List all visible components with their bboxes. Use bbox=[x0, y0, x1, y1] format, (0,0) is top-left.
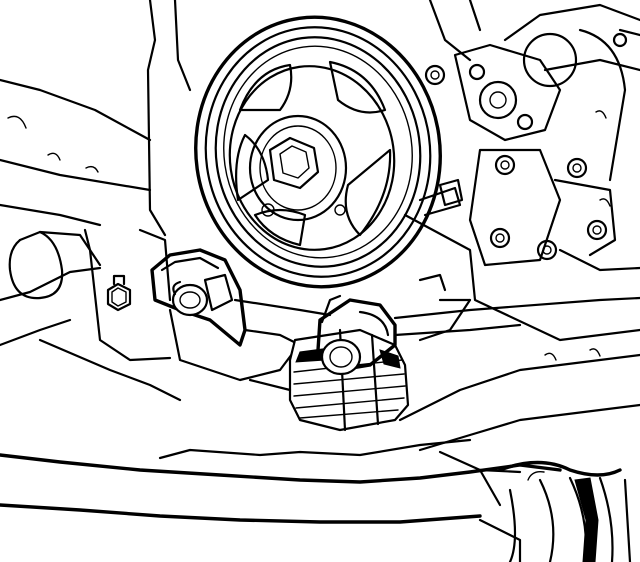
bracket-bolt-icon bbox=[171, 280, 209, 317]
engine-block bbox=[0, 0, 640, 342]
exhaust-flex bbox=[478, 460, 632, 562]
misc-details bbox=[248, 273, 601, 392]
crankshaft-pulley bbox=[194, 15, 462, 289]
timing-cover-flange bbox=[453, 3, 640, 182]
block-bolts bbox=[424, 64, 617, 267]
bolt-icon bbox=[424, 64, 446, 86]
bolt-icon bbox=[586, 219, 608, 241]
mount-through-bolt bbox=[316, 294, 640, 376]
crossmember bbox=[0, 353, 640, 524]
bolt-icon bbox=[489, 227, 511, 249]
bolt-icon bbox=[494, 154, 516, 176]
engine-mount-bracket bbox=[150, 248, 332, 382]
bolt-icon bbox=[566, 157, 588, 179]
nut-icon bbox=[106, 274, 132, 312]
frame-rail-left bbox=[0, 228, 182, 402]
